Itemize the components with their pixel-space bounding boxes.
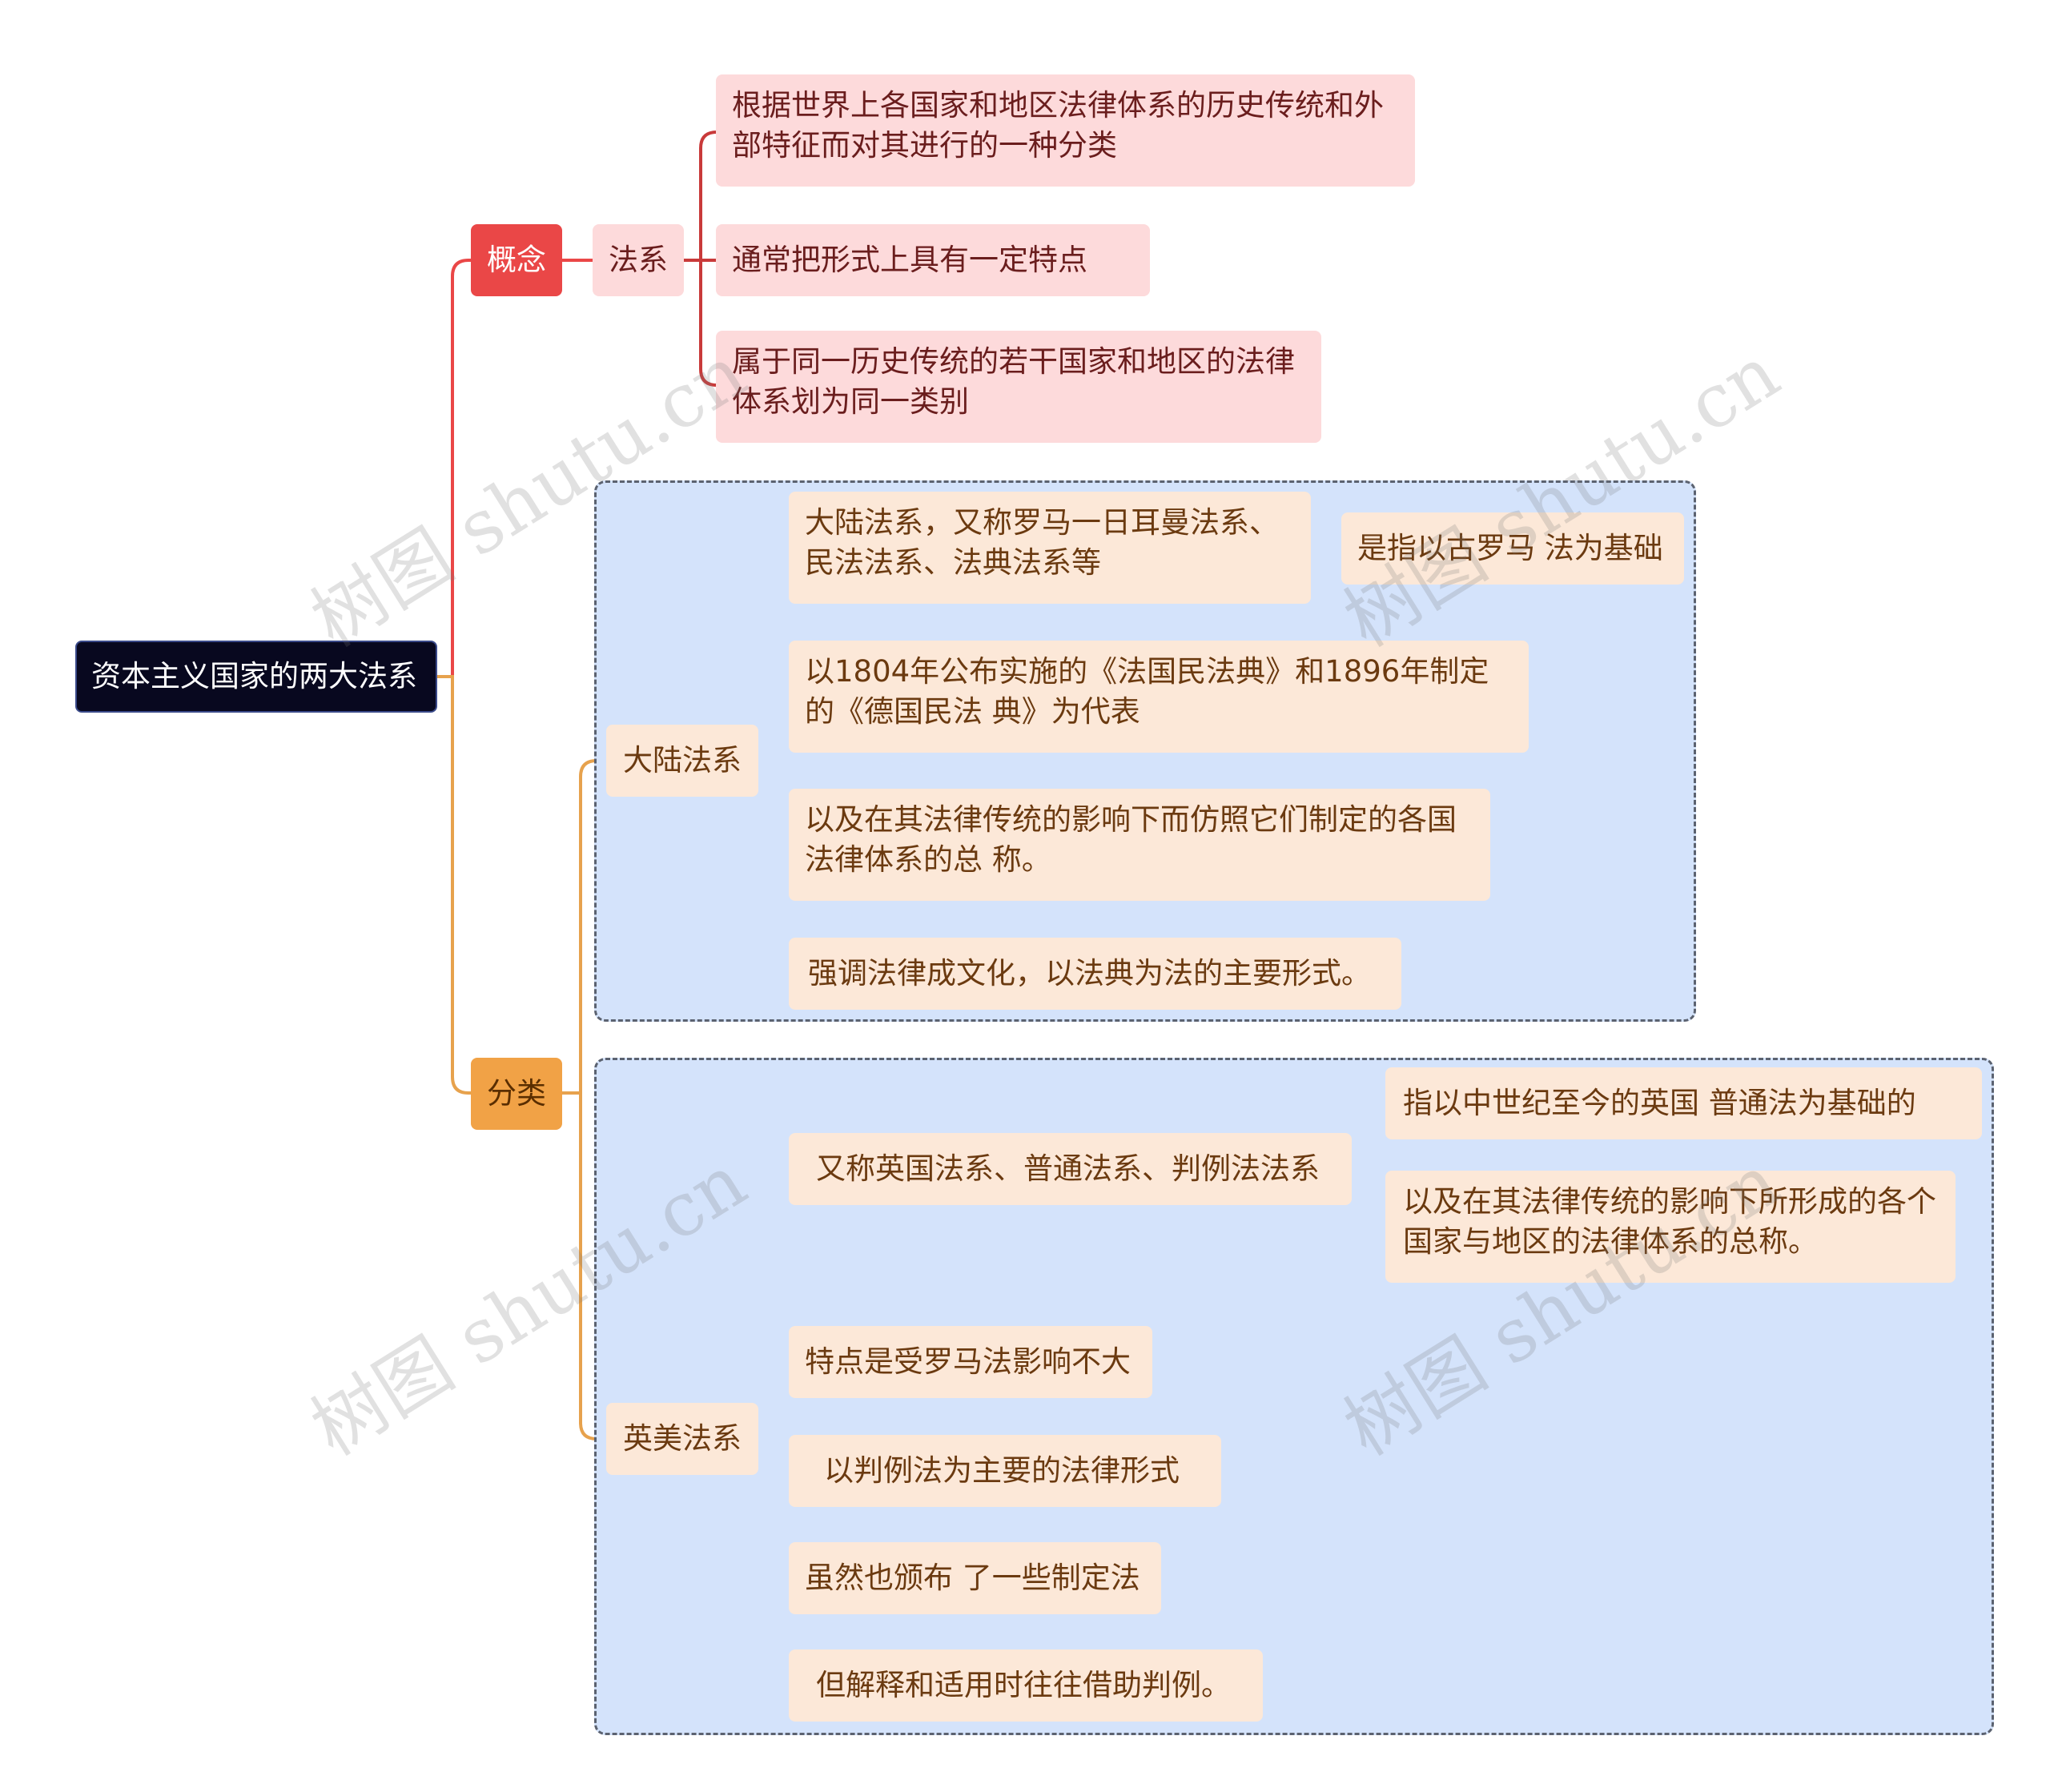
anglo-item-2[interactable]: 特点是受罗马法影响不大 — [789, 1326, 1152, 1398]
anglo-item-3-text: 以判例法为主要的法律形式 — [824, 1453, 1180, 1488]
continental-label: 大陆法系 — [623, 743, 742, 777]
classification-node[interactable]: 分类 — [471, 1058, 562, 1130]
concept-item-2-text: 通常把形式上具有一定特点 — [732, 243, 1087, 277]
anglo-sub-item-1-text: 指以中世纪至今的英国 普通法为基础的 — [1403, 1086, 1916, 1120]
anglo-item-3[interactable]: 以判例法为主要的法律形式 — [789, 1435, 1221, 1507]
anglo-item-1-text: 又称英国法系、普通法系、判例法法系 — [816, 1151, 1320, 1186]
concept-node[interactable]: 概念 — [471, 224, 562, 296]
term-label: 法系 — [609, 243, 668, 277]
anglo-item-5-text: 但解释和适用时往往借助判例。 — [816, 1668, 1231, 1702]
connector-root-classification — [435, 675, 473, 1095]
anglo-sub-item-1[interactable]: 指以中世纪至今的英国 普通法为基础的 — [1385, 1067, 1982, 1139]
connector-root-concept — [435, 259, 473, 678]
continental-item-2[interactable]: 以1804年公布实施的《法国民法典》和1896年制定的《德国民法 典》为代表 — [789, 641, 1529, 753]
concept-item-1-text: 根据世界上各国家和地区法律体系的历史传统和外部特征而对其进行的一种分类 — [732, 88, 1384, 163]
anglo-label: 英美法系 — [623, 1421, 742, 1456]
concept-item-3-text: 属于同一历史传统的若干国家和地区的法律体系划为同一类别 — [732, 344, 1295, 419]
concept-item-2[interactable]: 通常把形式上具有一定特点 — [716, 224, 1150, 296]
continental-item-3-text: 以及在其法律传统的影响下而仿照它们制定的各国法律体系的总 称。 — [805, 802, 1457, 877]
continental-item-1-text: 大陆法系，又称罗马一日耳曼法系、民法法系、法典法系等 — [805, 505, 1279, 580]
continental-sub-item[interactable]: 是指以古罗马 法为基础 — [1341, 512, 1684, 585]
anglo-item-4[interactable]: 虽然也颁布 了一些制定法 — [789, 1542, 1161, 1614]
continental-sub-item-text: 是指以古罗马 法为基础 — [1357, 531, 1663, 565]
anglo-item-1[interactable]: 又称英国法系、普通法系、判例法法系 — [789, 1133, 1352, 1205]
concept-label: 概念 — [487, 243, 546, 277]
continental-node[interactable]: 大陆法系 — [606, 725, 758, 797]
anglo-item-5[interactable]: 但解释和适用时往往借助判例。 — [789, 1649, 1263, 1722]
term-node[interactable]: 法系 — [593, 224, 684, 296]
continental-item-1[interactable]: 大陆法系，又称罗马一日耳曼法系、民法法系、法典法系等 — [789, 492, 1311, 604]
anglo-item-2-text: 特点是受罗马法影响不大 — [805, 1344, 1131, 1379]
concept-item-3[interactable]: 属于同一历史传统的若干国家和地区的法律体系划为同一类别 — [716, 331, 1321, 443]
continental-item-4[interactable]: 强调法律成文化，以法典为法的主要形式。 — [789, 938, 1401, 1010]
root-label: 资本主义国家的两大法系 — [91, 659, 417, 693]
connector-term-leaf-1 — [699, 131, 718, 262]
connector-term-leaf-3 — [699, 259, 718, 387]
continental-item-4-text: 强调法律成文化，以法典为法的主要形式。 — [808, 956, 1371, 990]
root-node[interactable]: 资本主义国家的两大法系 — [75, 641, 437, 713]
anglo-item-4-text: 虽然也颁布 了一些制定法 — [805, 1561, 1140, 1595]
anglo-sub-item-2[interactable]: 以及在其法律传统的影响下所形成的各个国家与地区的法律体系的总称。 — [1385, 1171, 1956, 1283]
anglo-node[interactable]: 英美法系 — [606, 1403, 758, 1475]
continental-item-2-text: 以1804年公布实施的《法国民法典》和1896年制定的《德国民法 典》为代表 — [805, 654, 1489, 729]
classification-label: 分类 — [487, 1076, 546, 1111]
anglo-sub-item-2-text: 以及在其法律传统的影响下所形成的各个国家与地区的法律体系的总称。 — [1403, 1184, 1936, 1259]
continental-item-3[interactable]: 以及在其法律传统的影响下而仿照它们制定的各国法律体系的总 称。 — [789, 789, 1490, 901]
concept-item-1[interactable]: 根据世界上各国家和地区法律体系的历史传统和外部特征而对其进行的一种分类 — [716, 74, 1415, 187]
